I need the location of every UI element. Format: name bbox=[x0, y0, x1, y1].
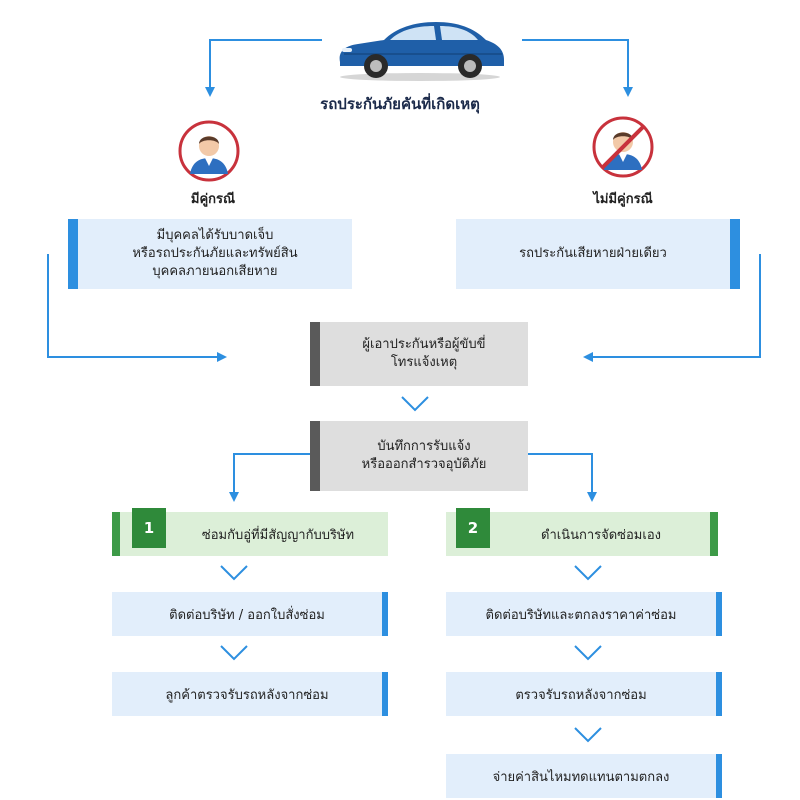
option2-step3: จ่ายค่าสินไหมทดแทนตามตกลง bbox=[446, 754, 722, 798]
record-line2: หรือออกสำรวจอุบัติภัย bbox=[361, 457, 487, 472]
no-person-icon bbox=[592, 116, 654, 178]
chevron-gray bbox=[401, 396, 429, 412]
report-line2: โทรแจ้งเหตุ bbox=[390, 355, 458, 370]
chevron-left-1 bbox=[220, 565, 248, 581]
report-box: ผู้เอาประกันหรือผู้ขับขี่ โทรแจ้งเหตุ bbox=[310, 322, 528, 386]
connector-split-right bbox=[528, 453, 597, 502]
chevron-right-2 bbox=[574, 645, 602, 661]
no-party-box: รถประกันเสียหายฝ่ายเดียว bbox=[456, 219, 740, 289]
option1-title: ซ่อมกับอู่ที่มีสัญญากับบริษัท bbox=[201, 527, 355, 543]
label-with-party: มีคู่กรณี bbox=[190, 192, 236, 207]
option2-title: ดำเนินการจัดซ่อมเอง bbox=[541, 527, 661, 543]
with-party-desc-line3: บุคคลภายนอกเสียหาย bbox=[152, 264, 278, 279]
person-icon bbox=[178, 120, 240, 182]
option2-step2: ตรวจรับรถหลังจากซ่อม bbox=[446, 672, 722, 716]
report-line1: ผู้เอาประกันหรือผู้ขับขี่ bbox=[362, 337, 486, 352]
record-box: บันทึกการรับแจ้ง หรือออกสำรวจอุบัติภัย bbox=[310, 421, 528, 491]
chevron-right-3 bbox=[574, 727, 602, 743]
no-party-desc: รถประกันเสียหายฝ่ายเดียว bbox=[519, 246, 667, 261]
connector-right-center bbox=[583, 254, 761, 362]
option2-step1: ติดต่อบริษัทและตกลงราคาค่าซ่อม bbox=[446, 592, 722, 636]
with-party-desc-line2: หรือรถประกันภัยและทรัพย์สิน bbox=[132, 246, 298, 261]
chevron-left-2 bbox=[220, 645, 248, 661]
option1-step2: ลูกค้าตรวจรับรถหลังจากซ่อม bbox=[112, 672, 388, 716]
option1-step1: ติดต่อบริษัท / ออกใบสั่งซ่อม bbox=[112, 592, 388, 636]
chevron-right-1 bbox=[574, 565, 602, 581]
connector-car-left bbox=[205, 39, 322, 97]
option1-badge: 1 bbox=[132, 508, 166, 548]
with-party-box: มีบุคคลได้รับบาดเจ็บ หรือรถประกันภัยและท… bbox=[68, 219, 352, 289]
connector-left-center bbox=[47, 254, 227, 362]
record-line1: บันทึกการรับแจ้ง bbox=[377, 439, 471, 454]
connector-split-left bbox=[229, 453, 310, 502]
option2-badge: 2 bbox=[456, 508, 490, 548]
with-party-desc-line1: มีบุคคลได้รับบาดเจ็บ bbox=[156, 228, 274, 243]
option2-box: 2 ดำเนินการจัดซ่อมเอง bbox=[446, 508, 718, 556]
car-icon bbox=[339, 22, 504, 81]
page-title: รถประกันภัยคันที่เกิดเหตุ bbox=[320, 95, 480, 113]
connector-car-right bbox=[522, 39, 633, 97]
option1-box: 1 ซ่อมกับอู่ที่มีสัญญากับบริษัท bbox=[112, 508, 388, 556]
label-no-party: ไม่มีคู่กรณี bbox=[593, 192, 653, 207]
